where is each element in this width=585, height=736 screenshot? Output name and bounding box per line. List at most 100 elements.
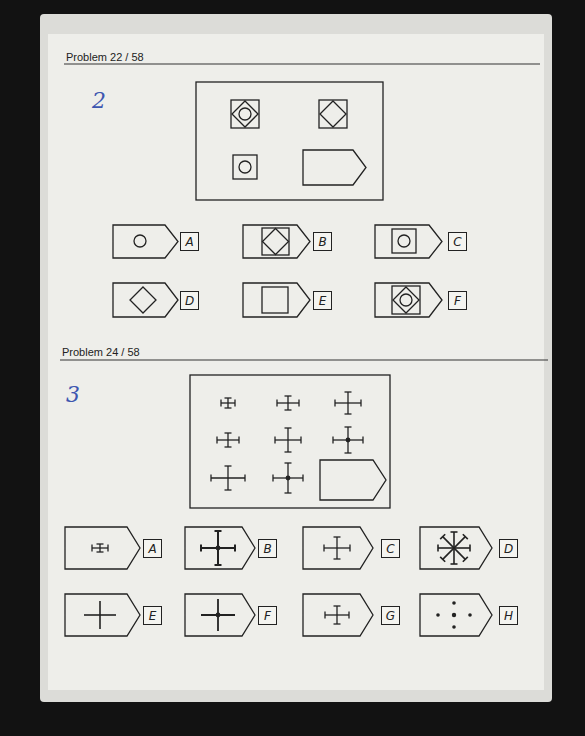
plastic-sleeve <box>40 14 552 702</box>
diamond-shape <box>232 101 258 127</box>
cross-stroke <box>360 400 361 407</box>
cross-stroke <box>349 545 350 552</box>
circle-shape <box>239 108 251 120</box>
cross-stroke <box>274 437 275 444</box>
answer-frame <box>375 283 442 317</box>
answer-letter-box: D <box>180 291 199 310</box>
circle-shape <box>400 294 412 306</box>
center-dot <box>436 613 440 617</box>
answer-letter-box: E <box>143 606 162 625</box>
center-dot <box>286 476 291 481</box>
cross-stroke <box>210 475 211 482</box>
answer-letter-box: F <box>258 606 277 625</box>
handwritten-score: 2 <box>92 88 106 113</box>
answer-frame <box>243 225 310 258</box>
problem-header: Problem 22 / 58 <box>66 51 144 63</box>
cross-stroke <box>300 437 301 444</box>
answer-letter: F <box>264 610 271 622</box>
center-dot <box>346 438 351 443</box>
cross-stroke <box>323 545 324 552</box>
square-shape <box>190 375 390 508</box>
diamond-shape <box>263 229 289 255</box>
answer-letter-box: C <box>448 232 467 251</box>
center-dot <box>452 601 456 605</box>
answer-frame <box>303 150 366 185</box>
answer-frame <box>320 460 386 500</box>
cross-stroke <box>463 557 468 562</box>
cross-stroke <box>440 534 445 539</box>
cross-stroke <box>227 398 228 408</box>
cross-stroke <box>285 409 292 410</box>
answer-letter-box: F <box>448 291 467 310</box>
answer-frame <box>185 594 255 636</box>
circle-shape <box>239 161 251 173</box>
cross-stroke <box>285 427 292 428</box>
cross-stroke <box>216 437 217 444</box>
answer-frame <box>65 527 140 569</box>
diamond-shape <box>320 101 346 127</box>
answer-letter: C <box>453 236 461 248</box>
answer-frame <box>65 594 140 636</box>
handwritten-score: 3 <box>66 382 80 407</box>
answer-letter: A <box>185 236 193 248</box>
circle-shape <box>134 235 146 247</box>
square-shape <box>196 82 383 200</box>
cross-stroke <box>334 558 341 559</box>
answer-letter: E <box>149 610 157 622</box>
cross-stroke <box>334 400 335 407</box>
answer-frame <box>113 225 178 258</box>
cross-stroke <box>238 437 239 444</box>
answer-letter-box: D <box>499 539 518 558</box>
cross-stroke <box>463 534 468 539</box>
center-dot <box>452 613 456 617</box>
answer-letter: F <box>454 295 461 307</box>
cross-stroke <box>345 413 352 414</box>
cross-stroke <box>285 395 292 396</box>
cross-stroke <box>347 392 348 414</box>
cross-stroke <box>336 537 337 559</box>
cross-stroke <box>348 612 349 619</box>
cross-stroke <box>440 557 445 562</box>
cross-stroke <box>285 492 292 493</box>
header-rule <box>60 359 548 360</box>
cross-stroke <box>451 563 458 565</box>
answer-frame <box>185 527 255 569</box>
answer-letter: G <box>386 610 395 622</box>
cross-stroke <box>332 437 333 444</box>
square-shape <box>392 286 420 314</box>
cross-stroke <box>215 564 222 566</box>
cross-stroke <box>437 545 439 552</box>
cross-stroke <box>345 426 352 427</box>
answer-letter: B <box>318 236 326 248</box>
square-shape <box>231 100 259 128</box>
header-rule <box>64 63 540 64</box>
cross-stroke <box>225 432 232 433</box>
problem-header: Problem 24 / 58 <box>62 346 140 358</box>
answer-letter: A <box>148 543 156 555</box>
cross-stroke <box>225 446 232 447</box>
cross-stroke <box>345 452 352 453</box>
answer-letter: D <box>504 543 513 555</box>
cross-stroke <box>99 601 101 629</box>
cross-stroke <box>451 531 458 533</box>
square-shape <box>262 287 288 313</box>
square-shape <box>392 229 416 253</box>
answer-letter: H <box>504 610 513 622</box>
center-dot <box>216 546 221 551</box>
answer-letter-box: B <box>313 232 332 251</box>
answer-letter-box: E <box>313 291 332 310</box>
cross-stroke <box>107 545 108 552</box>
cross-stroke <box>287 396 288 410</box>
cross-stroke <box>99 544 100 552</box>
answer-letter-box: B <box>258 539 277 558</box>
puzzle-figures <box>65 82 492 636</box>
cross-stroke <box>287 428 288 452</box>
square-shape <box>319 100 347 128</box>
cross-stroke <box>227 466 228 490</box>
answer-frame <box>303 594 373 636</box>
cross-stroke <box>91 545 92 552</box>
answer-letter-box: C <box>381 539 400 558</box>
diamond-shape <box>393 287 419 313</box>
